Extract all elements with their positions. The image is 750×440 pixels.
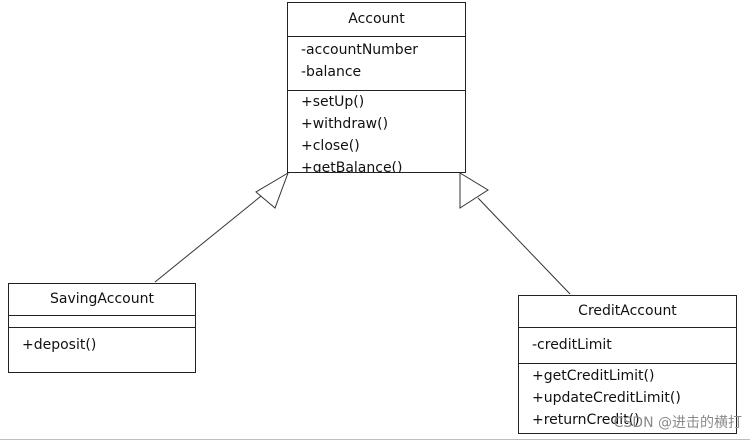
saving-generalization-arrowhead	[255, 171, 289, 209]
method-deposit: +deposit()	[22, 337, 97, 353]
class-name: Account	[288, 3, 465, 37]
method-return-credit: +returnCredit()	[532, 412, 640, 428]
method-get-balance: +getBalance()	[301, 160, 403, 173]
attributes-section: -accountNumber -balance	[288, 37, 465, 91]
attribute-account-number: -accountNumber	[301, 42, 419, 58]
class-account[interactable]: Account -accountNumber -balance +setUp()…	[287, 2, 466, 173]
class-saving-account[interactable]: SavingAccount +deposit()	[8, 283, 196, 373]
attribute-credit-limit: -creditLimit	[532, 337, 612, 353]
methods-section: +setUp() +withdraw() +close() +getBalanc…	[288, 91, 465, 173]
methods-section: +getCreditLimit() +updateCreditLimit() +…	[519, 364, 736, 434]
class-name: CreditAccount	[519, 296, 736, 328]
method-set-up: +setUp()	[301, 94, 365, 110]
credit-generalization-arrowhead	[459, 172, 489, 209]
watermark-text: CSDN @进击的横打	[613, 415, 742, 431]
class-name: SavingAccount	[9, 284, 195, 316]
methods-section: +deposit()	[9, 328, 195, 373]
attribute-balance: -balance	[301, 64, 362, 80]
method-get-credit-limit: +getCreditLimit()	[532, 368, 655, 384]
class-credit-account[interactable]: CreditAccount -creditLimit +getCreditLim…	[518, 295, 737, 434]
method-withdraw: +withdraw()	[301, 116, 389, 132]
method-close: +close()	[301, 138, 360, 154]
method-update-credit-limit: +updateCreditLimit()	[532, 390, 681, 406]
credit-to-account-line	[477, 197, 571, 295]
attributes-section-empty	[9, 316, 195, 328]
attributes-section: -creditLimit	[519, 328, 736, 364]
saving-to-account-line	[154, 187, 272, 283]
